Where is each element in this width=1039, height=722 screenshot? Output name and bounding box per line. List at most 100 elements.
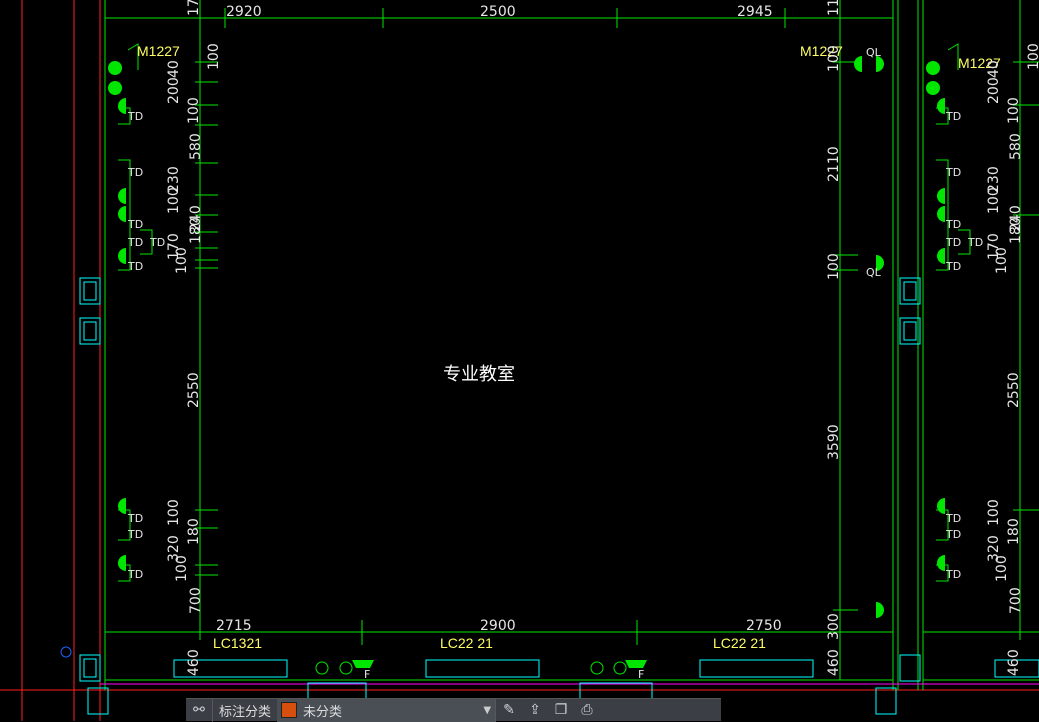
dimension-top: 2920 — [226, 4, 262, 20]
outlet-label: TD — [127, 528, 143, 541]
dimension-far-right: 180 — [1008, 217, 1024, 244]
td-brackets — [118, 107, 971, 582]
bottom-toolbar: ⚯ 标注分类 未分类 ▼ ✎ ⇪ ❐ ⎙ — [186, 698, 721, 722]
dimension-left: 100 — [186, 97, 202, 124]
dimension-left: 170 — [166, 233, 182, 260]
fan-label: F — [364, 668, 370, 681]
outlet-label: TD — [127, 166, 143, 179]
copy-icon[interactable]: ❐ — [554, 702, 568, 718]
dimension-left: 100 — [166, 499, 182, 526]
outlet-label: TD — [945, 218, 961, 231]
toolbar-divider — [212, 698, 213, 722]
outlet-label: TD — [149, 236, 165, 249]
outlet-label: TD — [127, 236, 143, 249]
chevron-down-icon: ▼ — [483, 704, 492, 716]
door-swings — [127, 43, 959, 675]
edit-icon[interactable]: ✎ — [503, 702, 515, 718]
outlet-label: TD — [967, 236, 983, 249]
switch-label: QL — [866, 46, 882, 59]
dimension-right: 300 — [826, 613, 842, 640]
dimension-left: 230 — [166, 166, 182, 193]
outlet-label: TD — [127, 110, 143, 123]
outlet-label: TD — [945, 528, 961, 541]
dimension-left: 460 — [186, 649, 202, 676]
switch-label: QL — [866, 266, 882, 279]
layer-color-swatch — [281, 702, 298, 718]
dimension-right: 100 — [826, 45, 842, 72]
annotation-category-label[interactable]: 标注分类 — [219, 704, 272, 720]
dimension-far-right: 240 — [1008, 205, 1024, 232]
door-tag: M1227 — [958, 55, 1001, 71]
dimension-left: 100 — [174, 555, 190, 582]
dimension-bottom: 2715 — [216, 618, 252, 634]
dimension-far-right: 700 — [1008, 587, 1024, 614]
outlet-label: TD — [127, 568, 143, 581]
dimension-right: 2110 — [826, 146, 842, 182]
outlet-label: TD — [127, 512, 143, 525]
crosshair-marker — [60, 646, 72, 658]
outlet-label: TD — [945, 110, 961, 123]
room-label: 专业教室 — [443, 364, 515, 385]
dimension-far-right: 200 — [986, 77, 1002, 104]
dimension-bottom: 2750 — [746, 618, 782, 634]
dimension-far-right: 180 — [1006, 518, 1022, 545]
dimension-top: 2945 — [737, 4, 773, 20]
edge-label: 116 — [826, 0, 842, 16]
dimension-far-right: 230 — [986, 166, 1002, 193]
dimension-left: 2550 — [186, 372, 202, 408]
dimension-left: 100 — [174, 247, 190, 274]
dimension-left: 580 — [188, 133, 204, 160]
outlet-label: TD — [127, 260, 143, 273]
toolbar-divider — [495, 698, 497, 722]
dimension-far-right: 580 — [1008, 133, 1024, 160]
share-icon[interactable]: ⇪ — [529, 702, 541, 718]
dimension-left: 320 — [166, 535, 182, 562]
dimension-left: 100 — [166, 187, 182, 214]
window-tag: LC1321 — [213, 635, 262, 651]
dimension-far-right: 100 — [1006, 97, 1022, 124]
dimension-left: 200 — [166, 77, 182, 104]
dimension-far-right: 100 — [986, 187, 1002, 214]
outlet-label: TD — [945, 568, 961, 581]
dimension-right: 100 — [826, 253, 842, 280]
outlet-label: TD — [127, 218, 143, 231]
door-tag: M1227 — [800, 43, 843, 59]
outlet-label: TD — [945, 260, 961, 273]
layer-name: 未分类 — [303, 704, 343, 720]
dimension-far-right: 460 — [1006, 649, 1022, 676]
layer-dropdown[interactable]: 未分类 ▼ — [277, 698, 496, 722]
dimension-left: 240 — [188, 205, 204, 232]
dimension-right: 460 — [826, 649, 842, 676]
outlet-label: TD — [945, 512, 961, 525]
fan-label: F — [638, 668, 644, 681]
left-dim-ticks — [195, 61, 1039, 611]
filter-icon[interactable]: ⚯ — [193, 702, 205, 718]
dimension-right: 3590 — [826, 424, 842, 460]
dimension-left: 180 — [186, 518, 202, 545]
outlet-label: TD — [945, 236, 961, 249]
dimension-far-right: 170 — [986, 233, 1002, 260]
dimension-left: 180 — [188, 217, 204, 244]
edge-label: 17 — [186, 0, 202, 16]
print-icon[interactable]: ⎙ — [581, 702, 593, 718]
dimension-left: 40 — [166, 60, 182, 78]
door-tag: M1227 — [137, 43, 180, 59]
outlet-label: TD — [945, 166, 961, 179]
dimension-far-right: 40 — [986, 60, 1002, 78]
dimension-left: 100 — [206, 43, 222, 70]
dimension-top: 2500 — [480, 4, 516, 20]
dimension-far-right: 320 — [986, 535, 1002, 562]
dimension-far-right: 100 — [994, 555, 1010, 582]
window-tag: LC22 21 — [713, 635, 766, 651]
outlet-symbols — [108, 56, 945, 668]
wall-lines — [104, 0, 1039, 690]
dimension-bottom: 2900 — [480, 618, 516, 634]
dimension-far-right: 100 — [986, 499, 1002, 526]
dimension-ticks — [104, 8, 894, 645]
window-tag: LC22 21 — [440, 635, 493, 651]
dimension-far-right: 100 — [994, 247, 1010, 274]
dimension-far-right: 2550 — [1006, 372, 1022, 408]
dimension-far-right: 100 — [1026, 43, 1039, 70]
